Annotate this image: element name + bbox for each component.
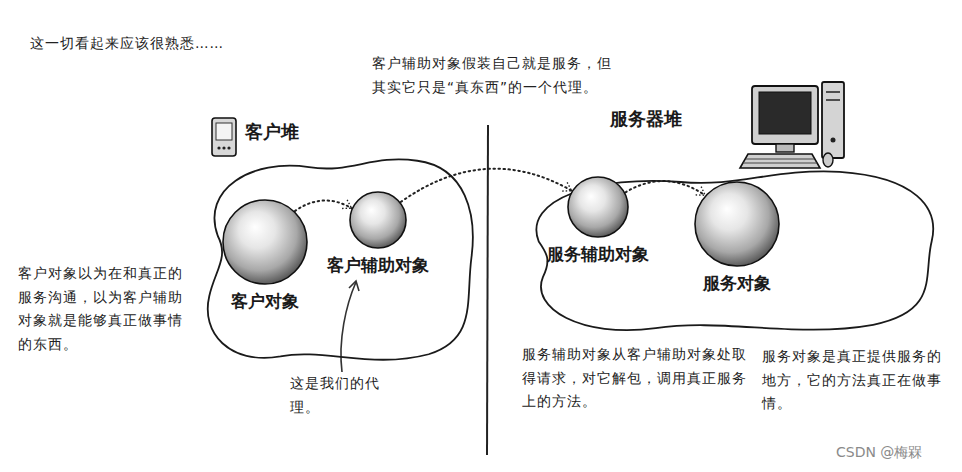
handheld-icon [212,118,236,156]
heap-heading: 服务器堆 [610,107,682,131]
object-label: 客户对象 [231,290,299,313]
object-circle: 客户对象 [217,198,313,315]
dotted-arrow [401,169,572,202]
callout-note: 服务对象是真正提供服务的地方，它的方法真正在做事情。 [762,345,944,416]
sphere-shape [348,190,408,250]
divider-line [487,125,488,455]
callout-note: 服务辅助对象从客户辅助对象处取得请求，对它解包，调用真正服务上的方法。 [522,343,750,414]
callout-note: 客户对象以为在和真正的服务沟通，以为客户辅助对象就是能够真正做事情的东西。 [18,262,183,357]
sphere-shape [221,198,309,286]
heap-region: 客户堆客户对象客户辅助对象 [195,150,480,365]
sphere-shape [693,180,781,268]
heap-heading: 客户堆 [245,120,299,144]
sphere-shape [566,175,630,239]
object-label: 服务辅助对象 [547,243,649,266]
heap-region: 服务器堆服务辅助对象服务对象 [522,165,940,335]
object-circle: 服务辅助对象 [543,175,653,268]
computer-icon [740,82,844,168]
intro-note: 这一切看起来应该很熟悉…… [30,32,290,56]
object-label: 客户辅助对象 [327,254,429,277]
watermark: CSDN @梅槑 [836,444,922,462]
callout-note: 客户辅助对象假装自己就是服务，但其实它只是“真东西”的一个代理。 [372,52,612,99]
object-circle: 客户辅助对象 [323,190,433,279]
object-circle: 服务对象 [689,180,785,297]
object-label: 服务对象 [703,272,771,295]
callout-note: 这是我们的代理。 [290,372,400,419]
dotted-arrow [295,200,352,211]
